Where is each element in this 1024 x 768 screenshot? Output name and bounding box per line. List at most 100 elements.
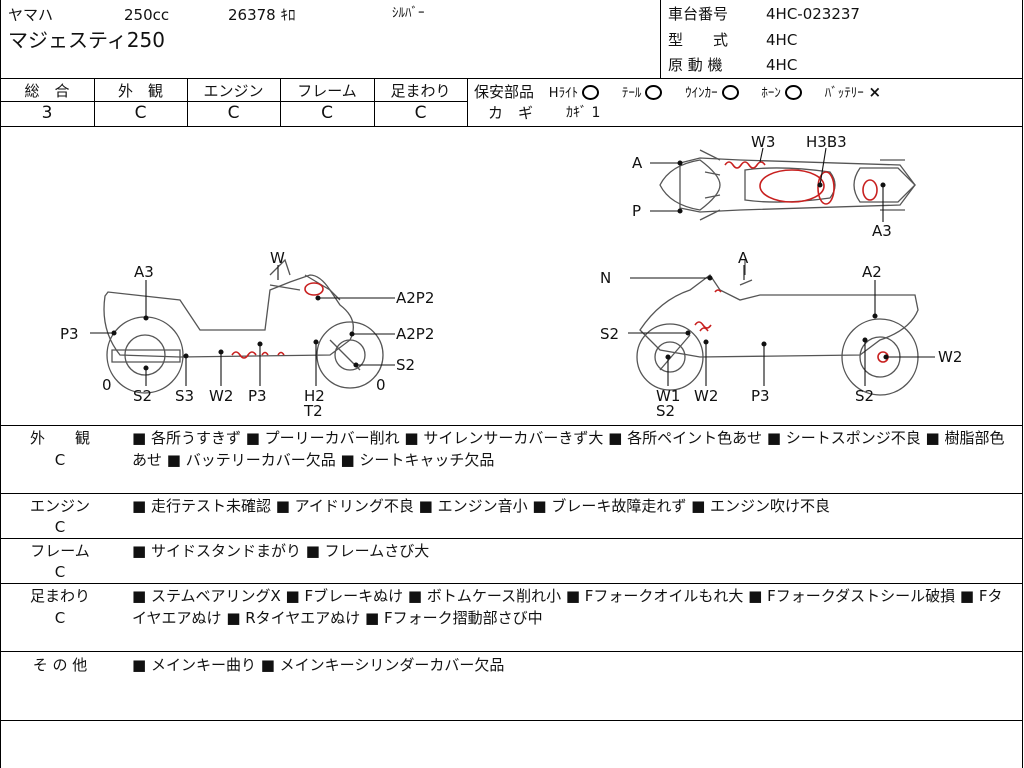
label-right-n: N [600, 269, 611, 287]
label-left-bottom-h2: H2 [304, 387, 325, 405]
grades-mid-divider [0, 101, 468, 102]
comment-suspension-text: ■ ステムベアリングX ■ Fブレーキぬけ ■ ボトムケース削れ小 ■ Fフォー… [132, 587, 1003, 627]
headlight-label: Hﾗｲﾄ [548, 86, 579, 101]
comment-frame-category: フレーム [30, 542, 90, 560]
label-left-bottom-t2: T2 [303, 402, 323, 420]
frame-number-value: 4HC-023237 [766, 5, 860, 23]
grade-col-5 [467, 78, 468, 126]
comment-divider-5 [0, 720, 1023, 721]
damage-mark-top-w3 [724, 161, 766, 169]
maker-name: ヤマハ [8, 6, 54, 24]
header-right-divider [660, 0, 661, 78]
comment-suspension-grade: C [54, 609, 66, 627]
comment-other-category: そ の 他 [32, 656, 88, 674]
displacement: 250cc [124, 6, 170, 24]
damage-diagram: A P W3 H3B3 A3 W A3 P3 A2P2 A2P2 S2 0 0 … [60, 133, 962, 420]
damage-mark-right-s2 [694, 321, 712, 332]
comment-engine-text: ■ 走行テスト未確認 ■ アイドリング不良 ■ エンジン音小 ■ ブレーキ故障走… [132, 497, 831, 515]
label-right-bottom-w2: W2 [694, 387, 718, 405]
horn-label: ﾎｰﾝ [761, 86, 781, 101]
comment-other-text: ■ メインキー曲り ■ メインキーシリンダーカバー欠品 [132, 656, 505, 674]
label-right-s2-left: S2 [600, 325, 619, 343]
label-right-w2-right: W2 [938, 348, 962, 366]
comment-divider-4 [0, 651, 1023, 652]
label-left-bottom-p3: P3 [248, 387, 267, 405]
comment-divider-2 [0, 538, 1023, 539]
comment-exterior-grade: C [54, 451, 66, 469]
grade-frame-label: フレーム [297, 82, 357, 100]
diagram-bottom-divider [0, 425, 1023, 426]
comment-exterior-category: 外 観 [29, 429, 90, 447]
damage-mark-top-a3 [862, 179, 878, 201]
label-top-p: P [632, 202, 641, 220]
grade-suspension-label: 足まわり [390, 82, 451, 100]
label-top-a: A [632, 154, 643, 172]
grade-col-2 [187, 78, 188, 126]
frame-number-label: 車台番号 [668, 5, 729, 23]
label-left-bottom-w2: W2 [209, 387, 233, 405]
headlight-ok-icon [582, 85, 600, 100]
label-top-w3: W3 [751, 133, 775, 151]
label-right-bottom-p3: P3 [751, 387, 770, 405]
damage-mark-top-h3b3 [759, 169, 825, 203]
model-type-label: 型 式 [668, 31, 729, 49]
damage-mark-left-a2p2 [304, 282, 324, 296]
grade-overall-value: 3 [41, 103, 53, 123]
label-left-w: W [270, 249, 285, 267]
engine-type-value: 4HC [766, 56, 798, 74]
header-divider [0, 78, 1023, 79]
mileage: 26378 ｷﾛ [228, 6, 296, 24]
label-left-zero-left: 0 [102, 376, 112, 394]
label-left-bottom-s3: S3 [175, 387, 194, 405]
key-value: ｶｷﾞ 1 [566, 105, 601, 121]
comment-engine-category: エンジン [29, 497, 90, 515]
grade-exterior-value: C [134, 103, 147, 123]
key-label: カ ギ [488, 104, 534, 122]
winker-label: ｳｲﾝｶｰ [685, 86, 718, 101]
tail-label: ﾃｰﾙ [621, 86, 642, 101]
winker-ok-icon [721, 85, 739, 100]
grade-overall-label: 総 合 [24, 82, 70, 100]
label-right-a: A [738, 249, 749, 267]
grade-col-3 [280, 78, 281, 126]
frame-right-border [1022, 0, 1023, 768]
body-color: ｼﾙﾊﾞｰ [392, 6, 425, 21]
comment-divider-3 [0, 583, 1023, 584]
comment-engine-grade: C [54, 518, 66, 536]
comment-frame-grade: C [54, 563, 66, 581]
battery-missing-icon: × [868, 83, 882, 101]
grade-col-1 [94, 78, 95, 126]
safety-parts-row: 保安部品 Hﾗｲﾄ ﾃｰﾙ ｳｲﾝｶｰ ﾎｰﾝ ﾊﾞｯﾃﾘｰ × [474, 81, 881, 102]
grade-exterior-label: 外 観 [117, 82, 163, 100]
damage-mark-right-n [714, 289, 722, 293]
tail-ok-icon [645, 85, 663, 100]
safety-parts-label: 保安部品 [474, 83, 535, 101]
label-left-zero-right: 0 [376, 376, 386, 394]
comment-suspension-category: 足まわり [29, 587, 90, 605]
label-right-a2: A2 [862, 263, 882, 281]
frame-left-border [0, 0, 1, 768]
top-view-drawing [659, 149, 916, 221]
comment-divider-1 [0, 493, 1023, 494]
battery-label: ﾊﾞｯﾃﾘｰ [824, 86, 864, 101]
label-left-a2p2-upper: A2P2 [396, 289, 434, 307]
label-left-bottom-s2: S2 [133, 387, 152, 405]
label-left-a3: A3 [134, 263, 154, 281]
label-right-bottom-w1: W1 [656, 387, 680, 405]
damage-mark-left-w2 [231, 351, 285, 359]
grade-engine-label: エンジン [203, 82, 264, 100]
label-right-bottom-s2b: S2 [855, 387, 874, 405]
grade-col-4 [374, 78, 375, 126]
label-left-p3: P3 [60, 325, 79, 343]
label-top-h3b3: H3B3 [806, 133, 847, 151]
grade-suspension-value: C [414, 103, 427, 123]
damage-mark-top-h3b3-2 [817, 171, 835, 205]
grade-engine-value: C [227, 103, 240, 123]
label-top-a3: A3 [872, 222, 892, 240]
label-left-a2p2-lower: A2P2 [396, 325, 434, 343]
label-left-s2-right: S2 [396, 356, 415, 374]
comment-exterior-text: ■ 各所うすきず ■ プーリーカバー削れ ■ サイレンサーカバーきず大 ■ 各所… [132, 429, 1005, 469]
engine-type-label: 原 動 機 [668, 56, 723, 74]
model-name: マジェスティ250 [8, 28, 165, 52]
grades-divider [0, 126, 1023, 127]
